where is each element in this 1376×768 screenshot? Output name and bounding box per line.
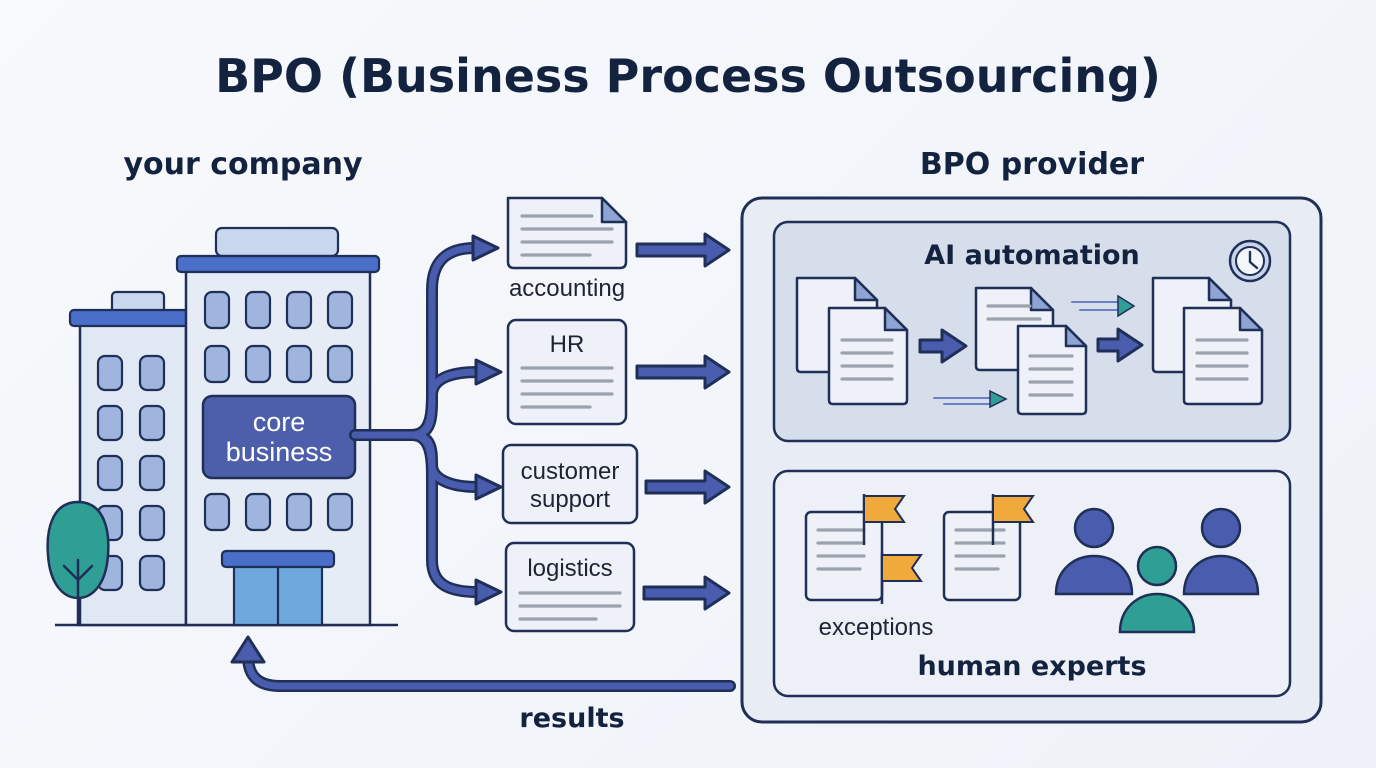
accounting-doc — [506, 196, 628, 270]
accounting-label: accounting — [509, 275, 625, 302]
arrow-icon — [635, 232, 731, 268]
page-title: BPO (Business Process Outsourcing) — [215, 49, 1161, 103]
document-icon — [504, 541, 636, 633]
arrow-icon — [1096, 327, 1144, 363]
document-icon — [506, 318, 628, 426]
ai-automation-label: AI automation — [924, 240, 1140, 271]
results-label: results — [519, 703, 624, 734]
hr-doc: HR — [506, 318, 628, 426]
results-arrow — [230, 635, 736, 692]
to-provider-arrows — [635, 232, 731, 611]
arrow-icon — [474, 473, 503, 501]
company-heading: your company — [123, 147, 362, 182]
ai-automation-panel: AI automation — [772, 220, 1292, 443]
people-icon — [1054, 507, 1260, 634]
arrow-icon — [635, 354, 731, 390]
document-icon — [501, 443, 639, 525]
branch-connector — [349, 234, 503, 606]
arrow-icon — [642, 575, 731, 611]
human-experts-label: human experts — [917, 651, 1146, 682]
hr-label: HR — [550, 331, 585, 358]
provider-heading: BPO provider — [920, 147, 1144, 182]
arrow-icon — [918, 328, 968, 364]
exceptions-label: exceptions — [819, 614, 934, 641]
logistics-label: logistics — [527, 555, 612, 582]
tree-icon — [46, 500, 110, 627]
customer-support-label-1: customer — [521, 458, 620, 485]
arrow-icon — [474, 358, 503, 386]
human-experts-panel: exceptions human experts — [772, 469, 1292, 698]
motion-arrows — [933, 294, 1136, 409]
arrow-icon — [644, 469, 731, 505]
core-business-line-2: business — [226, 437, 333, 467]
flag-icon — [880, 553, 923, 604]
arrow-icon — [230, 635, 266, 664]
arrow-icon — [474, 578, 503, 606]
core-business-line-1: core — [253, 407, 306, 437]
customer-support-label-2: support — [530, 486, 610, 513]
flag-icon — [991, 494, 1035, 545]
customer-support-doc: customer support — [501, 443, 639, 525]
arrow-icon — [471, 234, 500, 262]
logistics-doc: logistics — [504, 541, 636, 633]
clock-icon — [1228, 239, 1272, 283]
core-business-box: core business — [201, 394, 357, 480]
flag-icon — [862, 494, 906, 545]
